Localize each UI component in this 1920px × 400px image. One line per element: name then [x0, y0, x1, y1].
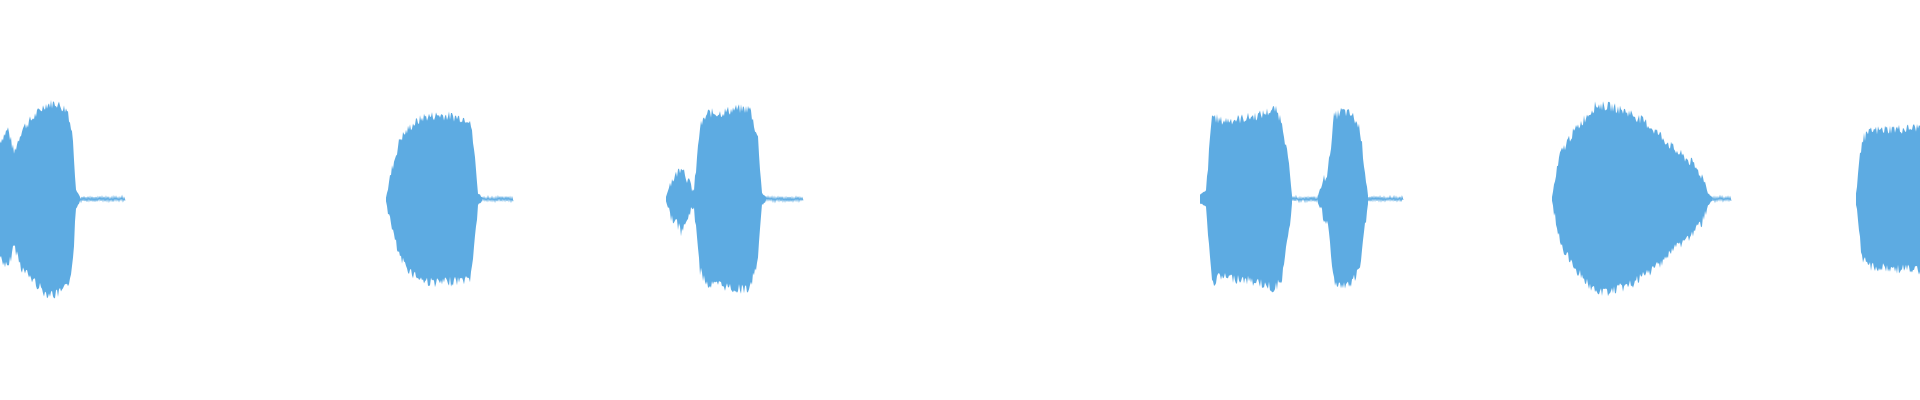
waveform-segment: [666, 104, 766, 294]
waveform-tail: [481, 194, 514, 204]
waveform-tail: [765, 195, 804, 204]
waveform-segment: [386, 111, 482, 288]
waveform-tail: [1291, 194, 1320, 204]
waveform-tail: [1367, 194, 1404, 203]
waveform-segment: [1318, 107, 1368, 289]
waveform-segment: [1856, 124, 1920, 275]
waveform-segment: [0, 99, 80, 299]
waveform-segment: [1552, 101, 1712, 297]
waveform-segment: [1200, 105, 1292, 293]
waveform-tail: [1711, 194, 1732, 204]
waveform-tail: [79, 194, 126, 204]
